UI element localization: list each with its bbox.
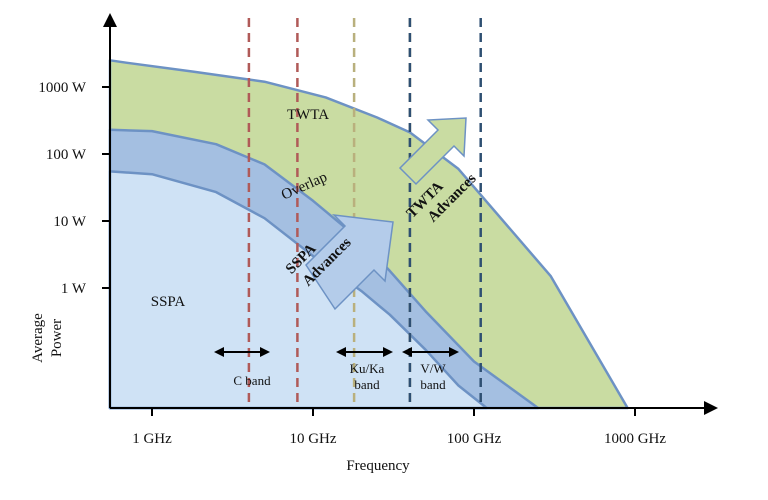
y-axis-title-line1: Average [30, 313, 46, 363]
x-tick-label-1: 10 GHz [289, 431, 336, 447]
y-tick-label-0: 1 W [61, 281, 87, 297]
c-band-label: C band [233, 373, 271, 388]
vw-band-label-line2: band [420, 377, 446, 392]
x-tick-label-0: 1 GHz [132, 431, 172, 447]
twta-advances-arrow [398, 117, 467, 186]
y-tick-label-2: 100 W [46, 147, 87, 163]
x-tick-label-2: 100 GHz [447, 431, 502, 447]
x-tick-label-3: 1000 GHz [604, 431, 666, 447]
sspa-advances-arrow [305, 214, 394, 311]
vw-band-label-line1: V/W [420, 361, 446, 376]
x-ticks-layer: 1 GHz 10 GHz 100 GHz 1000 GHz [132, 408, 666, 447]
twta-region-label: TWTA [287, 107, 329, 123]
x-axis-title: Frequency [346, 458, 410, 474]
sspa-region-label: SSPA [151, 294, 186, 310]
x-axis-arrowhead [704, 401, 718, 415]
kuka-band-label-line2: band [354, 377, 380, 392]
y-tick-label-3: 1000 W [38, 80, 86, 96]
y-axis-arrowhead [103, 13, 117, 27]
band-lines-layer [247, 18, 482, 408]
y-tick-label-1: 10 W [53, 214, 86, 230]
y-axis-title-line2: Power [49, 319, 65, 357]
kuka-band-label-line1: Ku/Ka [350, 361, 385, 376]
y-ticks-layer: 1 W 10 W 100 W 1000 W [38, 80, 110, 297]
